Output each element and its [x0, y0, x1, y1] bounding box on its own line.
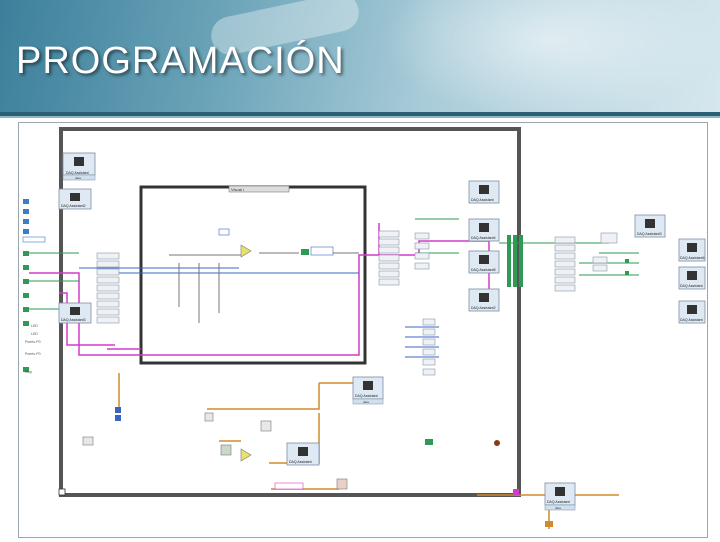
terminal-label-3: Puerto P0 — [25, 340, 41, 344]
daq-assistant-6-label: DAQ Assistant5 — [471, 268, 496, 272]
daq-assistant-11[interactable]: DAQ Assistant — [678, 300, 706, 324]
daq-assistant-12-label: DAQ Assistant — [355, 394, 378, 398]
daq-assistant-10[interactable]: DAQ Assistant — [678, 266, 706, 290]
boolean-node[interactable] — [220, 444, 232, 456]
daq-assistant-13[interactable]: DAQ Assistant — [286, 442, 320, 466]
terminal-8[interactable] — [23, 279, 29, 284]
terminal-7[interactable] — [23, 265, 29, 270]
daq-assistant-14-label: DAQ Assistant — [547, 500, 570, 504]
daq-assistant-1-label: DAQ Assistant — [66, 171, 89, 175]
slide-title: PROGRAMACIÓN — [16, 40, 345, 82]
while-loop-structure — [59, 127, 521, 497]
bundle-node-right — [600, 232, 618, 244]
slide-header — [0, 0, 720, 112]
numeric-constant-2[interactable] — [115, 407, 121, 413]
unbundle-nodes-right — [554, 236, 608, 292]
unbundle-nodes-middle — [378, 230, 430, 286]
daq-assistant-8-label: DAQ Assistant3 — [637, 232, 662, 236]
indicator-node[interactable] — [301, 246, 334, 256]
compare-node[interactable] — [240, 244, 252, 258]
orange-wires — [118, 373, 619, 529]
numeric-constant-3[interactable] — [115, 415, 121, 421]
daq-assistant-4-label: DAQ Assistant — [471, 198, 494, 202]
delay-node[interactable] — [204, 412, 214, 422]
terminal-label-1: LED — [31, 324, 38, 328]
stop-indicator — [425, 439, 433, 445]
daq-assistant-3-label: DAQ Assistant3 — [61, 318, 86, 322]
left-terminals: LED LED Puerto P0 Puerto P0 Stop — [22, 199, 46, 374]
orange-terminal[interactable] — [545, 521, 553, 527]
boolean-terminals-right — [507, 235, 629, 287]
daq-assistant-2[interactable]: DAQ Assistant2 — [58, 188, 92, 210]
daq-assistant-10-label: DAQ Assistant — [680, 284, 703, 288]
block-diagram: Visual i LED LED Puerto P0 Puerto P0 Sto… — [22, 127, 706, 529]
stop-terminal[interactable] — [494, 440, 500, 446]
case-selector[interactable] — [228, 185, 290, 193]
daq-assistant-6[interactable]: DAQ Assistant5 — [468, 250, 500, 274]
daq-assistant-12[interactable]: DAQ Assistant data — [352, 376, 384, 405]
daq-assistant-4[interactable]: DAQ Assistant — [468, 180, 500, 204]
daq-assistant-13-label: DAQ Assistant — [289, 460, 312, 464]
daq-assistant-8[interactable]: DAQ Assistant3 — [634, 214, 666, 238]
terminal-5[interactable] — [22, 236, 46, 243]
loop-condition-terminal[interactable] — [513, 489, 519, 495]
error-out-constant[interactable] — [274, 482, 304, 490]
terminal-6[interactable] — [23, 251, 29, 256]
daq-assistant-5-label: DAQ Assistant4 — [471, 236, 496, 240]
tf-constant[interactable] — [82, 436, 94, 446]
case-selector-label: Visual i — [231, 187, 244, 192]
header-divider — [0, 112, 720, 116]
blue-wires — [79, 267, 439, 358]
daq-assistant-14[interactable]: DAQ Assistant data — [544, 482, 576, 511]
daq-assistant-3[interactable]: DAQ Assistant3 — [58, 302, 92, 324]
compare-node-2[interactable] — [240, 448, 252, 462]
daq-assistant-2-label: DAQ Assistant2 — [61, 204, 86, 208]
green-wires — [29, 218, 639, 310]
loop-iteration-terminal — [58, 488, 66, 496]
unbundle-nodes-left — [96, 252, 120, 324]
timer-node[interactable] — [260, 420, 272, 432]
daq-assistant-14-data: data — [555, 506, 561, 510]
header-divider-light — [0, 116, 720, 118]
property-nodes — [422, 318, 436, 376]
block-diagram-screenshot: Visual i LED LED Puerto P0 Puerto P0 Sto… — [18, 122, 708, 538]
terminal-11[interactable] — [23, 321, 29, 326]
daq-assistant-5[interactable]: DAQ Assistant4 — [468, 218, 500, 242]
case-structure — [139, 185, 367, 365]
terminal-10[interactable] — [23, 307, 29, 312]
terminal-label-5: Stop — [25, 370, 32, 374]
terminal-9[interactable] — [23, 293, 29, 298]
daq-assistant-11-label: DAQ Assistant — [680, 318, 703, 322]
daq-assistant-9[interactable]: DAQ Assistant4 — [678, 238, 706, 262]
terminal-2[interactable] — [23, 209, 29, 214]
terminal-1[interactable] — [23, 199, 29, 204]
terminal-label-2: LED — [31, 332, 38, 336]
terminal-12[interactable] — [23, 367, 29, 372]
terminal-3[interactable] — [23, 219, 29, 224]
daq-assistant-9-label: DAQ Assistant4 — [680, 256, 705, 260]
daq-assistant-7-label: DAQ Assistant2 — [471, 306, 496, 310]
terminal-label-4: Puerto P0 — [25, 352, 41, 356]
error-handler-node[interactable] — [336, 478, 348, 490]
daq-assistant-1[interactable]: DAQ Assistant data — [62, 152, 96, 181]
terminal-4[interactable] — [23, 229, 29, 234]
daq-assistant-7[interactable]: DAQ Assistant2 — [468, 288, 500, 312]
daq-assistant-1-data: data — [75, 176, 81, 180]
header-glow — [380, 0, 720, 112]
daq-assistant-12-data: data — [363, 400, 369, 404]
numeric-constant[interactable] — [218, 228, 230, 236]
gray-wires — [169, 252, 359, 323]
